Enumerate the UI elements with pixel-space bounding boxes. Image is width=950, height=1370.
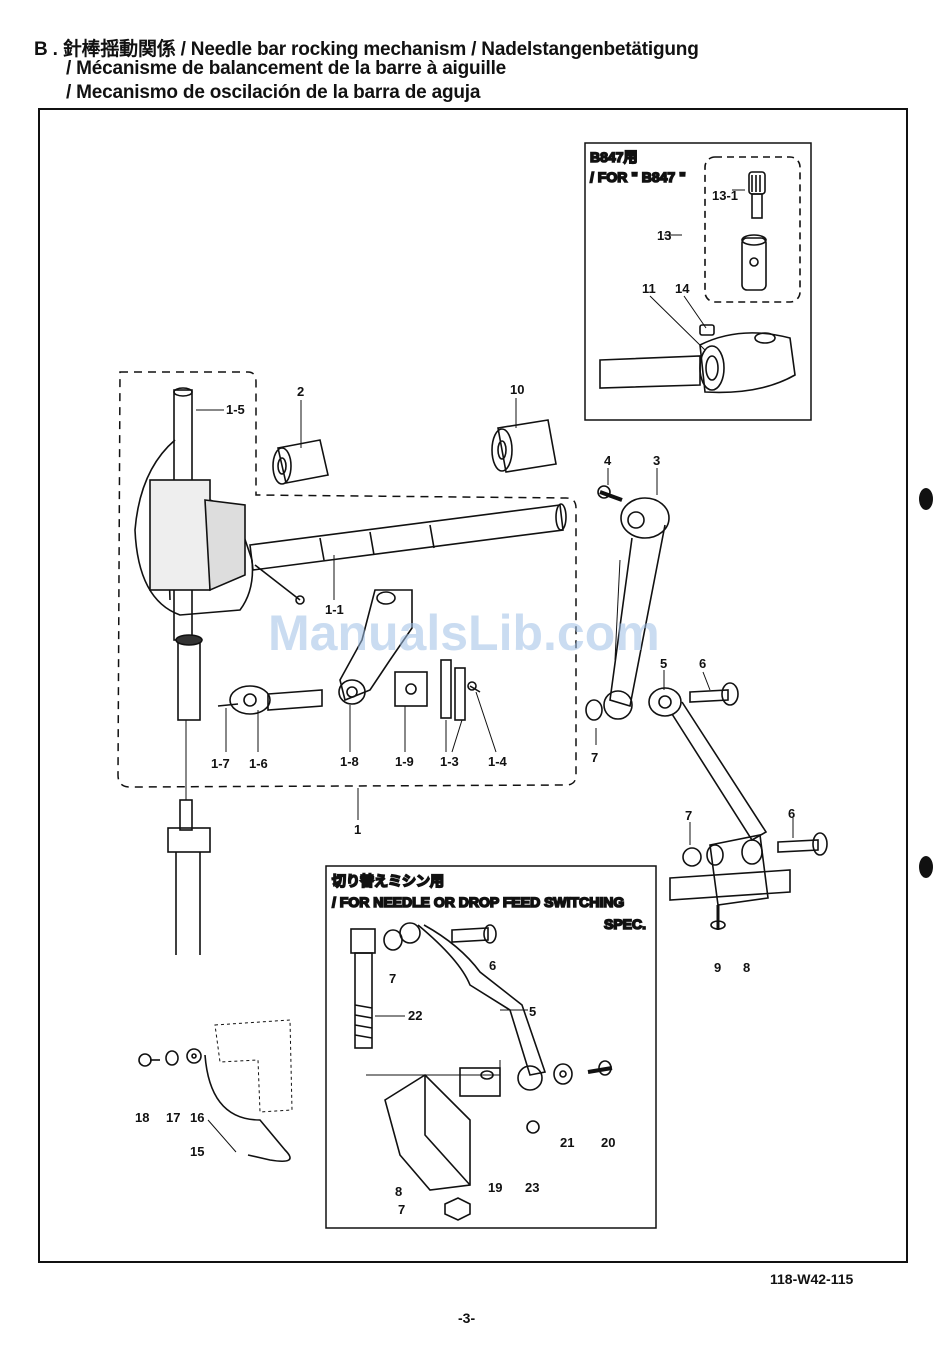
label-7: 7 — [591, 750, 598, 765]
label-1-3: 1-3 — [440, 754, 459, 769]
part-6-stud-a — [689, 682, 739, 706]
part-11-collar — [599, 332, 796, 394]
main-leader-lines — [196, 398, 794, 845]
b847-dashed-group — [704, 156, 801, 303]
label-16: 16 — [190, 1110, 204, 1125]
label-15: 15 — [190, 1144, 204, 1159]
part-8-arm — [669, 834, 791, 906]
label-1-8: 1-8 — [340, 754, 359, 769]
part-7-nut-b — [682, 847, 702, 867]
switch-title-jp: 切り替えミシン用 — [332, 873, 444, 889]
part-6-stud-b — [777, 832, 828, 856]
label-8: 8 — [743, 960, 750, 975]
b847-title-jp: B847用 — [590, 149, 637, 165]
label-8: 8 — [395, 1184, 402, 1199]
label-21: 21 — [560, 1135, 574, 1150]
part-5-link — [648, 687, 768, 842]
label-17: 17 — [166, 1110, 180, 1125]
part-1-4-screw — [467, 681, 481, 693]
label-1-9: 1-9 — [395, 754, 414, 769]
label-2: 2 — [297, 384, 304, 399]
group-1-dashed-outline — [117, 371, 577, 788]
b847-inset-box — [584, 142, 812, 421]
switch-leader-line — [366, 1060, 501, 1076]
label-20: 20 — [601, 1135, 615, 1150]
label-6: 6 — [699, 656, 706, 671]
page-title-fr: / Mécanisme de balancement de la barre à… — [66, 58, 507, 79]
label-11: 11 — [642, 281, 656, 296]
part-5-switch-link — [399, 922, 547, 1091]
lower-leader-lines — [207, 1009, 528, 1153]
page-title: B . 針棒揺動関係 / Needle bar rocking mechanis… — [34, 39, 699, 60]
label-1-4: 1-4 — [488, 754, 508, 769]
part-21-washer — [553, 1063, 573, 1085]
part-9-screw — [710, 905, 726, 930]
part-10-bushing — [491, 419, 557, 473]
label-1-7: 1-7 — [211, 756, 230, 771]
bracket-15-18-area — [138, 1019, 293, 1163]
part-20-screw — [587, 1060, 613, 1076]
label-1-6: 1-6 — [249, 756, 268, 771]
b847-title-en: / FOR " B847 " — [590, 169, 686, 185]
part-2-bushing — [272, 439, 329, 485]
label-14: 14 — [675, 281, 690, 296]
part-4-screw — [597, 485, 623, 502]
label-18: 18 — [135, 1110, 149, 1125]
part-3-crank-rod — [603, 497, 670, 720]
label-13: 13 — [657, 228, 671, 243]
part-labels: 1-5 2 10 4 3 5 6 7 7 6 9 8 1-7 1-6 1-8 1… — [135, 188, 795, 1217]
switch-title-spec: SPEC. — [604, 916, 646, 932]
label-6: 6 — [788, 806, 795, 821]
label-1-1: 1-1 — [325, 602, 344, 617]
binder-hole-mark — [919, 488, 933, 510]
label-10: 10 — [510, 382, 524, 397]
watermark: ManualsLib.com — [268, 605, 660, 661]
part-1-1-rocking-shaft — [249, 503, 567, 605]
part-23-setscrew — [526, 1120, 540, 1134]
part-22-bolt — [350, 928, 376, 1049]
needle-clamp-assembly — [167, 720, 211, 955]
label-3: 3 — [653, 453, 660, 468]
part-6-switch-stud — [451, 924, 497, 944]
label-13-1: 13-1 — [712, 188, 738, 203]
label-1: 1 — [354, 822, 361, 837]
part-13-1-screw — [748, 171, 766, 219]
part-8-bracket-block — [384, 1073, 471, 1191]
part-7-switch-nut — [383, 929, 403, 951]
part-19-block — [459, 1067, 501, 1097]
binder-hole-mark — [919, 856, 933, 878]
part-1-5-needle-bar-frame — [134, 387, 254, 721]
label-7: 7 — [685, 808, 692, 823]
label-5: 5 — [529, 1004, 536, 1019]
document-code: 118-W42-115 — [770, 1271, 854, 1287]
label-19: 19 — [488, 1180, 502, 1195]
part-7-nut-a — [585, 699, 603, 721]
switch-title-en: / FOR NEEDLE OR DROP FEED SWITCHING — [332, 894, 624, 910]
label-7: 7 — [389, 971, 396, 986]
label-7: 7 — [398, 1202, 405, 1217]
label-1-5: 1-5 — [226, 402, 245, 417]
part-14-setscrew — [699, 324, 715, 336]
label-23: 23 — [525, 1180, 539, 1195]
part-1-9-block — [394, 671, 428, 707]
part-1-3-plates — [440, 659, 466, 721]
part-1-6-link — [217, 685, 323, 715]
switch-inset-box — [325, 865, 657, 1229]
label-6: 6 — [489, 958, 496, 973]
label-5: 5 — [660, 656, 667, 671]
part-7-lower-nut — [444, 1197, 471, 1221]
part-1-8-crank — [338, 589, 413, 705]
page-title-es: / Mecanismo de oscilación de la barra de… — [66, 82, 481, 103]
page-number: -3- — [458, 1310, 476, 1326]
b847-leader-lines — [649, 189, 745, 351]
label-22: 22 — [408, 1008, 422, 1023]
diagram-frame — [38, 108, 908, 1263]
part-13-pin — [741, 234, 767, 291]
label-4: 4 — [604, 453, 612, 468]
label-9: 9 — [714, 960, 721, 975]
